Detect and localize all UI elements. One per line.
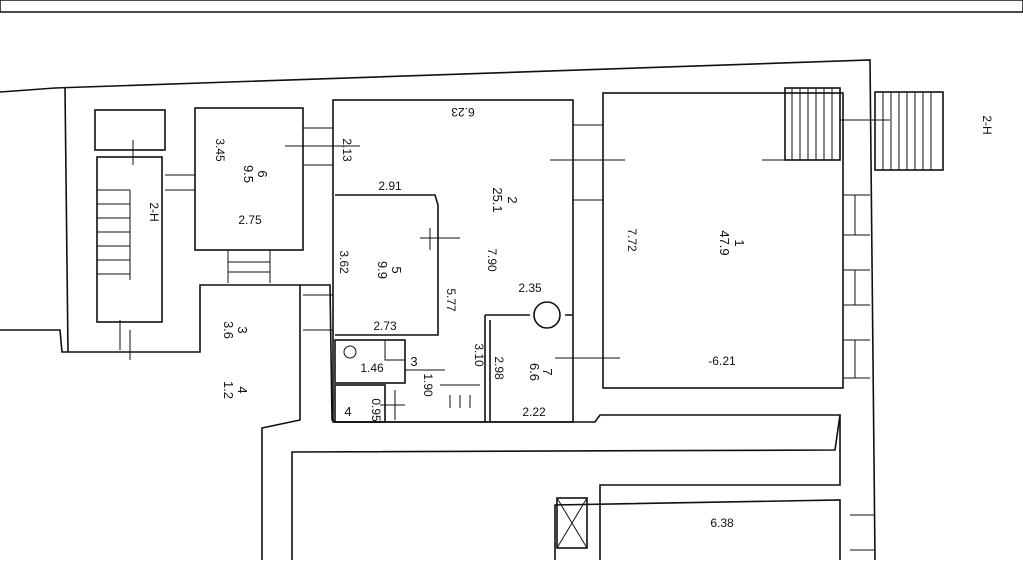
section-mark-left: 2-H [147, 202, 161, 221]
dim-2-35: 2.35 [518, 281, 542, 295]
room-3-number: 3 [235, 326, 250, 333]
dim-0-95: 0.95 [369, 398, 383, 422]
dim-1-46: 1.46 [360, 361, 384, 375]
sink [384, 339, 406, 361]
small-door-marks [380, 369, 480, 420]
room-4-walls [334, 384, 386, 423]
wc-room [334, 339, 406, 384]
room-5-number: 5 [389, 266, 404, 273]
shaft-cross [556, 497, 588, 549]
dim-2-98: 2.98 [492, 356, 506, 380]
dim-7-90: 7.90 [485, 248, 499, 272]
dim-2-13: 2.13 [340, 138, 354, 162]
room-1-walls [602, 92, 844, 389]
room-7-number: 7 [540, 368, 555, 375]
room-2-door [550, 124, 625, 201]
room-3-area: 3.6 [221, 321, 236, 339]
dim-3-62: 3.62 [337, 250, 351, 274]
top-border [0, 0, 1023, 13]
room-3-small: 3 [410, 354, 417, 369]
room-7-area: 6.6 [527, 363, 542, 381]
windows-right [843, 194, 870, 379]
room-6-area: 9.5 [241, 165, 256, 183]
dim-1-90: 1.90 [421, 373, 435, 397]
room-4-small: 4 [344, 404, 351, 419]
section-mark-right: 2-H [980, 115, 994, 134]
dim-2-22: 2.22 [522, 405, 546, 419]
dim-2-75: 2.75 [238, 213, 262, 227]
room-2-number: 2 [505, 196, 520, 203]
stair-steps-top [762, 88, 890, 161]
stair-steps-left [97, 189, 131, 280]
room-5-walls [335, 194, 439, 336]
toilet [343, 345, 357, 359]
window-bottom [850, 514, 875, 551]
dim-2-73: 2.73 [373, 319, 397, 333]
room-5-door [303, 228, 460, 331]
room-6-openings [165, 127, 360, 283]
room-1-area: 47.9 [717, 230, 732, 255]
dim-6-23: 6.23 [451, 105, 475, 119]
dim-neg-6-21: -6.21 [708, 354, 736, 368]
room-1-number: 1 [732, 239, 747, 246]
room-6-walls [194, 107, 304, 251]
room-2-walls [332, 99, 574, 423]
dim-6-38: 6.38 [710, 516, 734, 530]
staircase-left [96, 156, 163, 323]
room-4-area: 1.2 [221, 381, 236, 399]
room-4-number: 4 [235, 386, 250, 393]
room-6-number: 6 [255, 170, 270, 177]
shaft [556, 497, 588, 549]
inner-wall [64, 87, 841, 560]
dim-2-91: 2.91 [378, 179, 402, 193]
dim-7-72: 7.72 [625, 228, 639, 252]
column [533, 301, 561, 329]
outer-wall [0, 59, 876, 561]
room-2-area: 25.1 [490, 187, 505, 212]
staircase-outer [874, 91, 944, 171]
room-7-walls [484, 314, 573, 422]
stair-landing [94, 109, 166, 151]
dim-3-10: 3.10 [472, 343, 486, 367]
dim-5-77: 5.77 [444, 288, 458, 312]
room-5-area: 9.9 [375, 261, 390, 279]
stair-steps-outer [882, 92, 932, 170]
dim-3-45: 3.45 [213, 138, 227, 162]
stair-marks [119, 140, 145, 360]
